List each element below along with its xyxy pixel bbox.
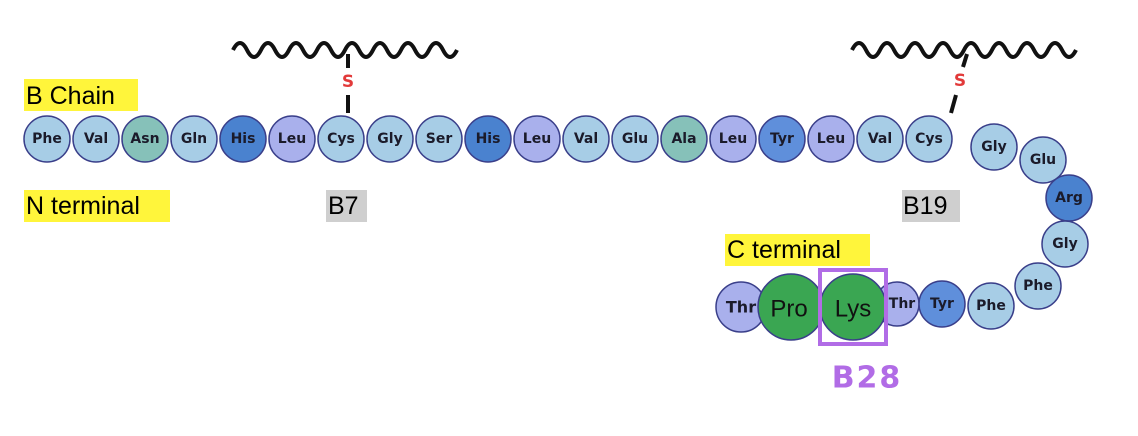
- residue-top-14-label: Ala: [671, 131, 696, 147]
- residue-curve-4-label: Gly: [1052, 236, 1077, 252]
- residue-top-3-label: Asn: [130, 131, 159, 147]
- residue-curve-5-label: Phe: [1023, 278, 1053, 294]
- residue-top-1-label: Phe: [32, 131, 62, 147]
- residue-top-10-circle: [464, 115, 512, 163]
- residue-curve-4-circle: [1041, 220, 1089, 268]
- residue-top-4-label: Gln: [181, 131, 207, 147]
- residue-top-15-label: Leu: [719, 131, 747, 147]
- residue-bottom-6-label: Thr: [726, 298, 756, 317]
- b28-highlight-box: [818, 268, 888, 346]
- residue-top-4-circle: [170, 115, 218, 163]
- residue-bottom-1-label: Phe: [976, 298, 1006, 314]
- residue-top-16-circle: [758, 115, 806, 163]
- b28-label: B28: [832, 361, 903, 396]
- residue-top-5-label: His: [231, 131, 256, 147]
- residue-top-11-circle: [513, 115, 561, 163]
- residue-top-13-label: Glu: [622, 131, 648, 147]
- residue-bottom-4-label: Lys: [835, 296, 871, 323]
- residue-top-17-label: Leu: [817, 131, 845, 147]
- residue-curve-3-label: Arg: [1055, 190, 1083, 206]
- residue-top-12-label: Val: [574, 131, 598, 147]
- wavy-line-right: [850, 41, 1078, 59]
- residue-top-19-label: Cys: [915, 131, 943, 147]
- b7-label: B7: [328, 192, 359, 220]
- residue-top-7-label: Cys: [327, 131, 355, 147]
- residue-curve-1-label: Gly: [981, 139, 1006, 155]
- residue-top-18-label: Val: [868, 131, 892, 147]
- residue-top-16-label: Tyr: [770, 131, 794, 147]
- residue-top-3-circle: [121, 115, 169, 163]
- residue-top-11-label: Leu: [523, 131, 551, 147]
- residue-top-6-label: Leu: [278, 131, 306, 147]
- residue-top-6-circle: [268, 115, 316, 163]
- sulfur-label-b19: S: [954, 71, 966, 91]
- residue-bottom-5-label: Pro: [770, 296, 807, 323]
- sulfur-label-b7: S: [342, 72, 354, 92]
- b-chain-highlight: [24, 79, 138, 111]
- residue-top-14-circle: [660, 115, 708, 163]
- residue-top-18-circle: [856, 115, 904, 163]
- residue-bottom-1-circle: [967, 282, 1015, 330]
- residue-bottom-3-label: Thr: [889, 296, 916, 312]
- residue-top-19-circle: [905, 115, 953, 163]
- residue-bottom-2-circle: [918, 280, 966, 328]
- disulfide-bond-b19-upper: [961, 53, 969, 68]
- b-chain-label: B Chain: [26, 82, 115, 110]
- residue-top-5-circle: [219, 115, 267, 163]
- c-terminal-highlight: [725, 234, 870, 266]
- residue-top-8-label: Gly: [377, 131, 402, 147]
- disulfide-bond-b19-lower: [949, 94, 958, 114]
- residue-curve-2-circle: [1019, 136, 1067, 184]
- residue-curve-5-circle: [1014, 262, 1062, 310]
- residue-top-8-circle: [366, 115, 414, 163]
- residue-top-12-circle: [562, 115, 610, 163]
- b19-highlight: [902, 190, 960, 222]
- residue-top-1-circle: [23, 115, 71, 163]
- residue-top-7-circle: [317, 115, 365, 163]
- residue-top-2-label: Val: [84, 131, 108, 147]
- residue-curve-1-circle: [970, 123, 1018, 171]
- b7-highlight: [326, 190, 367, 222]
- c-terminal-label: C terminal: [727, 236, 841, 264]
- n-terminal-highlight: [24, 190, 170, 222]
- residue-bottom-2-label: Tyr: [930, 296, 954, 312]
- residue-top-2-circle: [72, 115, 120, 163]
- residue-top-13-circle: [611, 115, 659, 163]
- wavy-line-left: [231, 41, 459, 59]
- residue-top-17-circle: [807, 115, 855, 163]
- residue-curve-2-label: Glu: [1030, 152, 1056, 168]
- residue-top-9-label: Ser: [426, 131, 453, 147]
- n-terminal-label: N terminal: [26, 192, 140, 220]
- b19-label: B19: [903, 192, 947, 220]
- residue-top-15-circle: [709, 115, 757, 163]
- residue-top-9-circle: [415, 115, 463, 163]
- residue-top-10-label: His: [476, 131, 501, 147]
